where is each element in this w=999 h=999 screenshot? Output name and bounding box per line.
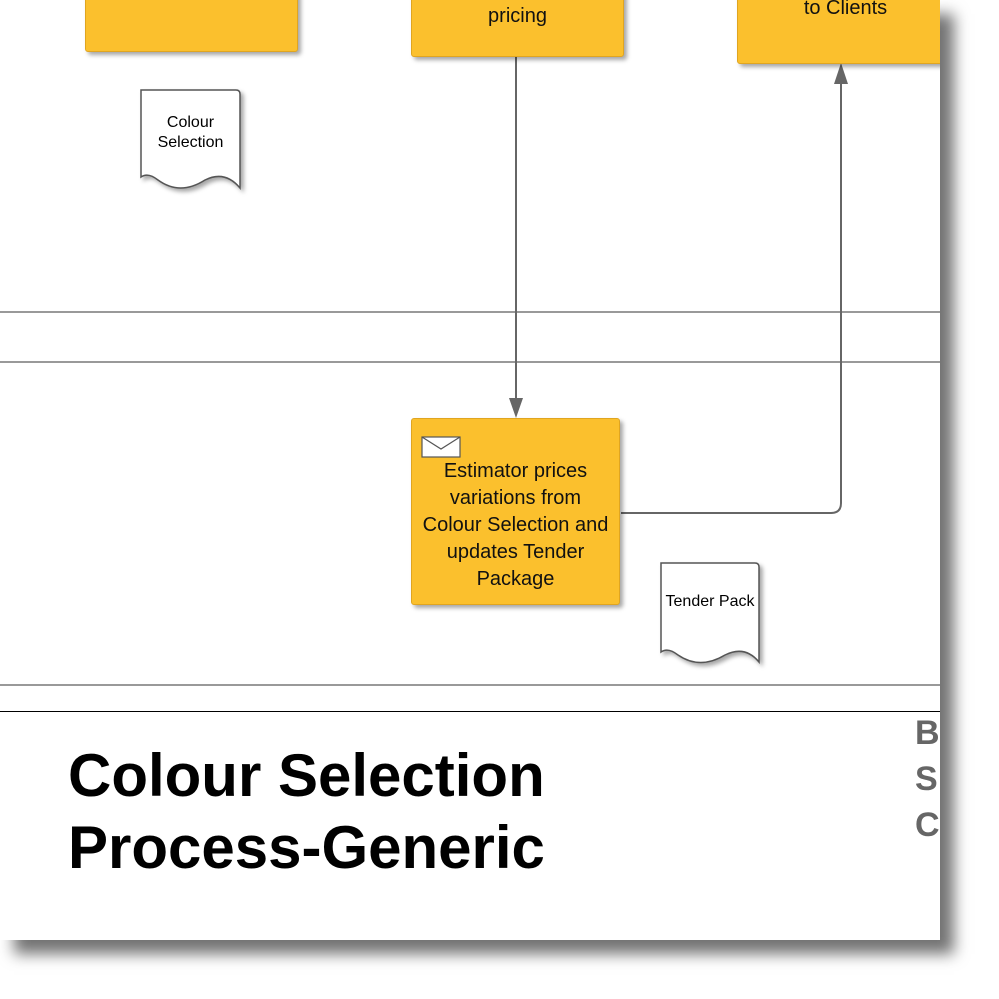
swimlane-divider xyxy=(0,684,940,686)
task-label: pricing xyxy=(488,5,547,27)
swimlane-divider xyxy=(0,361,940,363)
arrowhead-up xyxy=(834,63,848,84)
document-shape-colour-selection xyxy=(140,89,241,191)
document-tender-pack[interactable]: Tender Pack xyxy=(665,593,755,610)
side-text-letter: B xyxy=(915,714,940,752)
envelope-icon xyxy=(421,436,461,458)
task-box-pricing[interactable]: pricing xyxy=(411,0,624,57)
title-line-2: Process-Generic xyxy=(68,814,545,881)
document-colour-selection[interactable]: Colour Selection xyxy=(157,114,224,151)
side-text-letter: C xyxy=(915,806,940,844)
task-box-top-left[interactable] xyxy=(85,0,298,52)
arrowhead-down xyxy=(509,398,523,418)
arrow-estimator-to-clients xyxy=(621,82,842,514)
task-label: Estimator prices variations from Colour … xyxy=(422,460,609,590)
document-shape-tender-pack xyxy=(660,562,760,665)
diagram-title: Colour Selection Process-Generic xyxy=(68,740,545,884)
task-label: to Clients xyxy=(803,0,888,19)
title-line-1: Colour Selection xyxy=(68,742,545,809)
title-divider xyxy=(0,711,940,712)
task-box-to-clients[interactable]: to Clients xyxy=(737,0,940,64)
side-text-letter: S xyxy=(915,760,938,798)
task-box-estimator[interactable]: Estimator prices variations from Colour … xyxy=(411,418,620,605)
diagram-page: pricing to Clients Estimator prices vari… xyxy=(0,0,940,884)
swimlane-divider xyxy=(0,311,940,313)
connectors xyxy=(140,56,848,665)
